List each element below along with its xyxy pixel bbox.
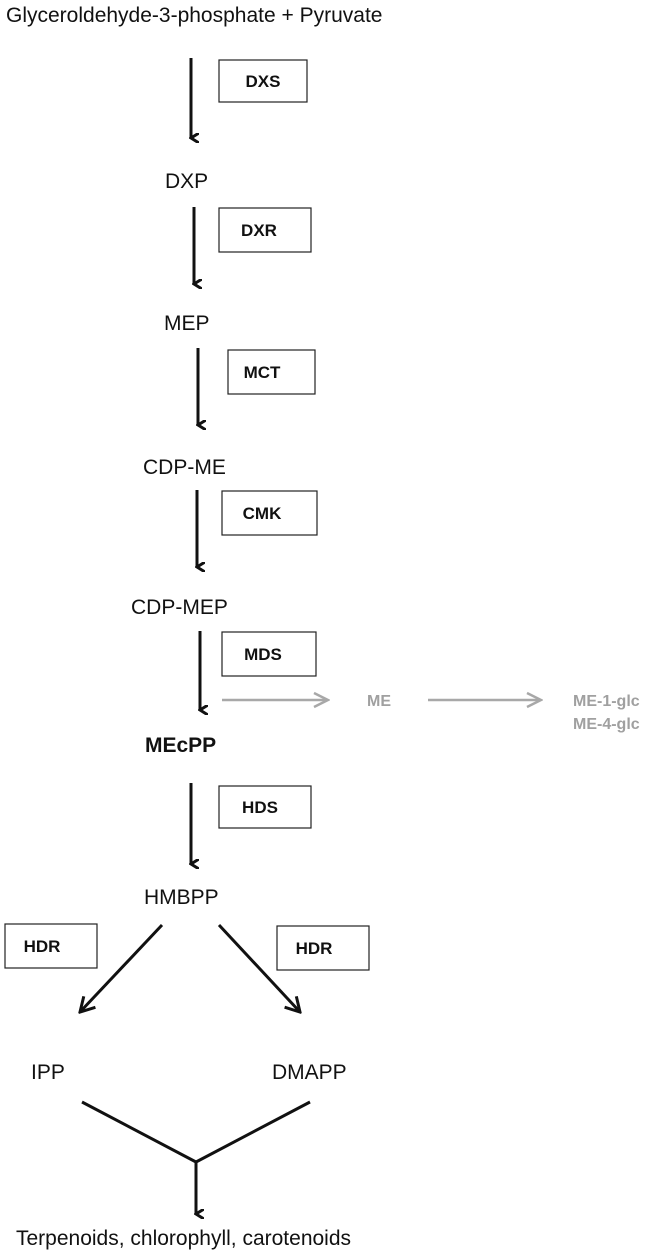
metabolite-cdp-me: CDP-ME bbox=[143, 456, 226, 479]
enzyme-mds: MDS bbox=[244, 645, 282, 664]
merge-line-dmapp bbox=[195, 1100, 311, 1164]
enzyme-box-hdr-right bbox=[276, 925, 370, 971]
enzyme-box-dxs bbox=[218, 59, 308, 103]
side-metabolite-me-1-glc: ME-1-glc bbox=[573, 693, 640, 710]
metabolite-mecpp: MEcPP bbox=[145, 734, 216, 757]
metabolite-dxp: DXP bbox=[165, 170, 208, 193]
enzyme-hds: HDS bbox=[242, 798, 278, 817]
enzyme-cmk: CMK bbox=[243, 504, 282, 523]
enzyme-dxs: DXS bbox=[246, 72, 281, 91]
enzyme-hdr-right: HDR bbox=[296, 939, 333, 958]
metabolite-cdp-mep: CDP-MEP bbox=[131, 596, 228, 619]
side-metabolite-me: ME bbox=[367, 693, 391, 710]
metabolite-mep: MEP bbox=[164, 312, 210, 335]
metabolite-end: Terpenoids, chlorophyll, carotenoids bbox=[16, 1227, 351, 1250]
metabolite-hmbpp: HMBPP bbox=[144, 886, 219, 909]
enzyme-hdr-left: HDR bbox=[24, 937, 61, 956]
arrow-hmbpp-to-ipp bbox=[80, 923, 164, 1012]
enzyme-box-cmk bbox=[221, 490, 318, 536]
enzyme-box-hds bbox=[218, 785, 312, 829]
merge-line-ipp bbox=[81, 1100, 197, 1164]
enzyme-box-mds bbox=[221, 631, 317, 677]
metabolite-start: Glyceroldehyde-3-phosphate + Pyruvate bbox=[6, 4, 382, 27]
enzyme-box-hdr-left bbox=[4, 923, 98, 969]
enzyme-box-dxr bbox=[218, 207, 312, 253]
metabolite-ipp: IPP bbox=[31, 1061, 65, 1084]
enzyme-mct: MCT bbox=[244, 363, 281, 382]
metabolite-dmapp: DMAPP bbox=[272, 1061, 347, 1084]
enzyme-dxr: DXR bbox=[241, 221, 277, 240]
enzyme-box-mct bbox=[227, 349, 316, 395]
arrow-hmbpp-to-dmapp bbox=[217, 923, 300, 1012]
side-metabolite-me-4-glc: ME-4-glc bbox=[573, 716, 640, 733]
